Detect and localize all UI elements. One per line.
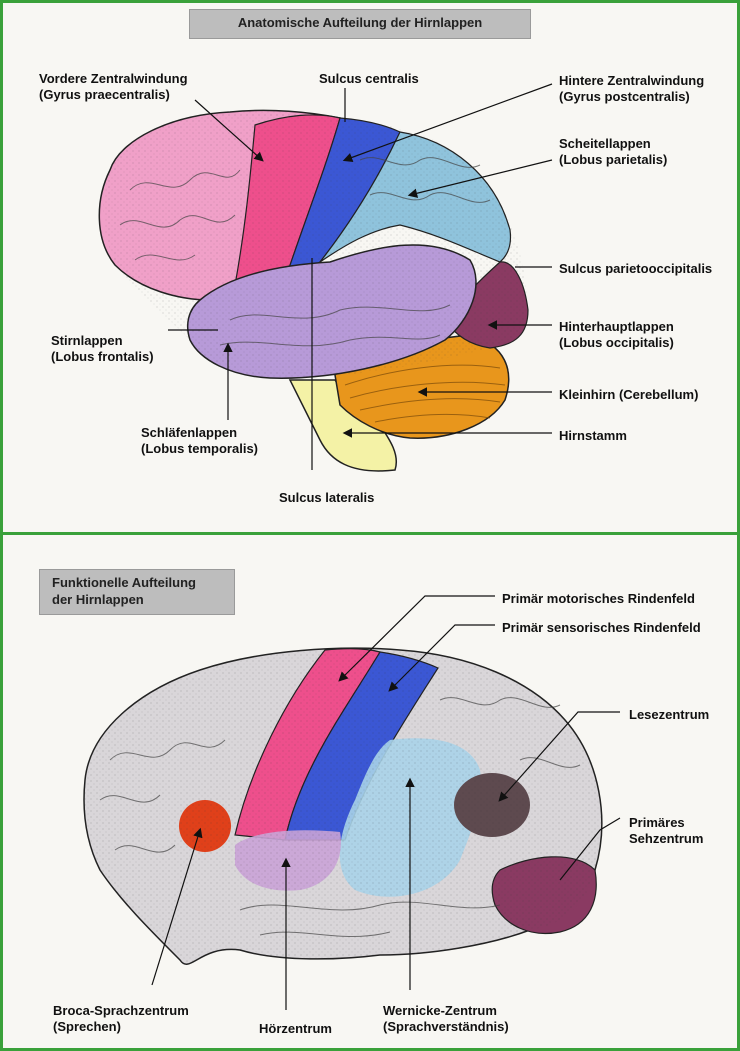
label-sulcus-lateralis: Sulcus lateralis (279, 490, 375, 505)
label-parietal-line2: (Lobus parietalis) (559, 152, 668, 167)
label-precentral-line2: (Gyrus praecentralis) (39, 87, 170, 102)
bottom-title-line1: Funktionelle Aufteilung (52, 575, 196, 590)
bottom-panel-title: Funktionelle Aufteilung der Hirnlappen (39, 569, 235, 615)
label-broca-line1: Broca-Sprachzentrum (53, 1003, 189, 1018)
label-frontal-line2: (Lobus frontalis) (51, 349, 154, 364)
label-temporal-line2: (Lobus temporalis) (141, 441, 259, 456)
label-occipital-line2: (Lobus occipitalis) (559, 335, 674, 350)
top-panel-title: Anatomische Aufteilung der Hirnlappen (189, 9, 531, 39)
label-broca: Broca-Sprachzentrum (Sprechen) (53, 1003, 189, 1035)
label-postcentral-line1: Hintere Zentralwindung (559, 73, 705, 88)
label-sulcus-parietooccipitalis: Sulcus parietooccipitalis (559, 261, 713, 276)
label-sulcus-centralis: Sulcus centralis (319, 71, 419, 86)
top-brain (98, 109, 529, 472)
label-broca-line2: (Sprechen) (53, 1019, 121, 1034)
bottom-leader-lines (151, 595, 621, 1010)
label-reading-center: Lesezentrum (629, 707, 710, 722)
label-occipital: Hinterhauptlappen (Lobus occipitalis) (559, 319, 674, 351)
label-temporal-line1: Schläfenlappen (141, 425, 238, 440)
label-visual-line2: Sehzentrum (629, 831, 704, 846)
label-parietal: Scheitellappen (Lobus parietalis) (559, 136, 667, 168)
label-precentral-line1: Vordere Zentralwindung (39, 71, 188, 86)
label-postcentral: Hintere Zentralwindung (Gyrus postcentra… (559, 73, 704, 105)
label-parietal-line1: Scheitellappen (559, 136, 651, 151)
brain-diagram-canvas (83, 83, 621, 1010)
label-auditory-cortex: Hörzentrum (259, 1021, 332, 1036)
label-visual-line1: Primäres (629, 815, 685, 830)
label-wernicke: Wernicke-Zentrum (Sprachverständnis) (383, 1003, 509, 1035)
label-frontal: Stirnlappen (Lobus frontalis) (51, 333, 154, 365)
bottom-title-line2: der Hirnlappen (52, 592, 144, 607)
label-frontal-line1: Stirnlappen (51, 333, 123, 348)
label-cerebellum: Kleinhirn (Cerebellum) (559, 387, 699, 402)
bottom-brain (83, 647, 603, 965)
label-wernicke-line1: Wernicke-Zentrum (383, 1003, 497, 1018)
label-visual-cortex: Primäres Sehzentrum (629, 815, 703, 847)
label-precentral: Vordere Zentralwindung (Gyrus praecentra… (39, 71, 188, 103)
label-wernicke-line2: (Sprachverständnis) (383, 1019, 509, 1034)
label-occipital-line1: Hinterhauptlappen (559, 319, 674, 334)
label-motor-cortex: Primär motorisches Rindenfeld (502, 591, 695, 606)
label-postcentral-line2: (Gyrus postcentralis) (559, 89, 690, 104)
panel-divider (3, 532, 740, 535)
top-leader-lines (168, 83, 553, 438)
label-sensory-cortex: Primär sensorisches Rindenfeld (502, 620, 701, 635)
label-brainstem: Hirnstamm (559, 428, 627, 443)
label-temporal: Schläfenlappen (Lobus temporalis) (141, 425, 258, 457)
